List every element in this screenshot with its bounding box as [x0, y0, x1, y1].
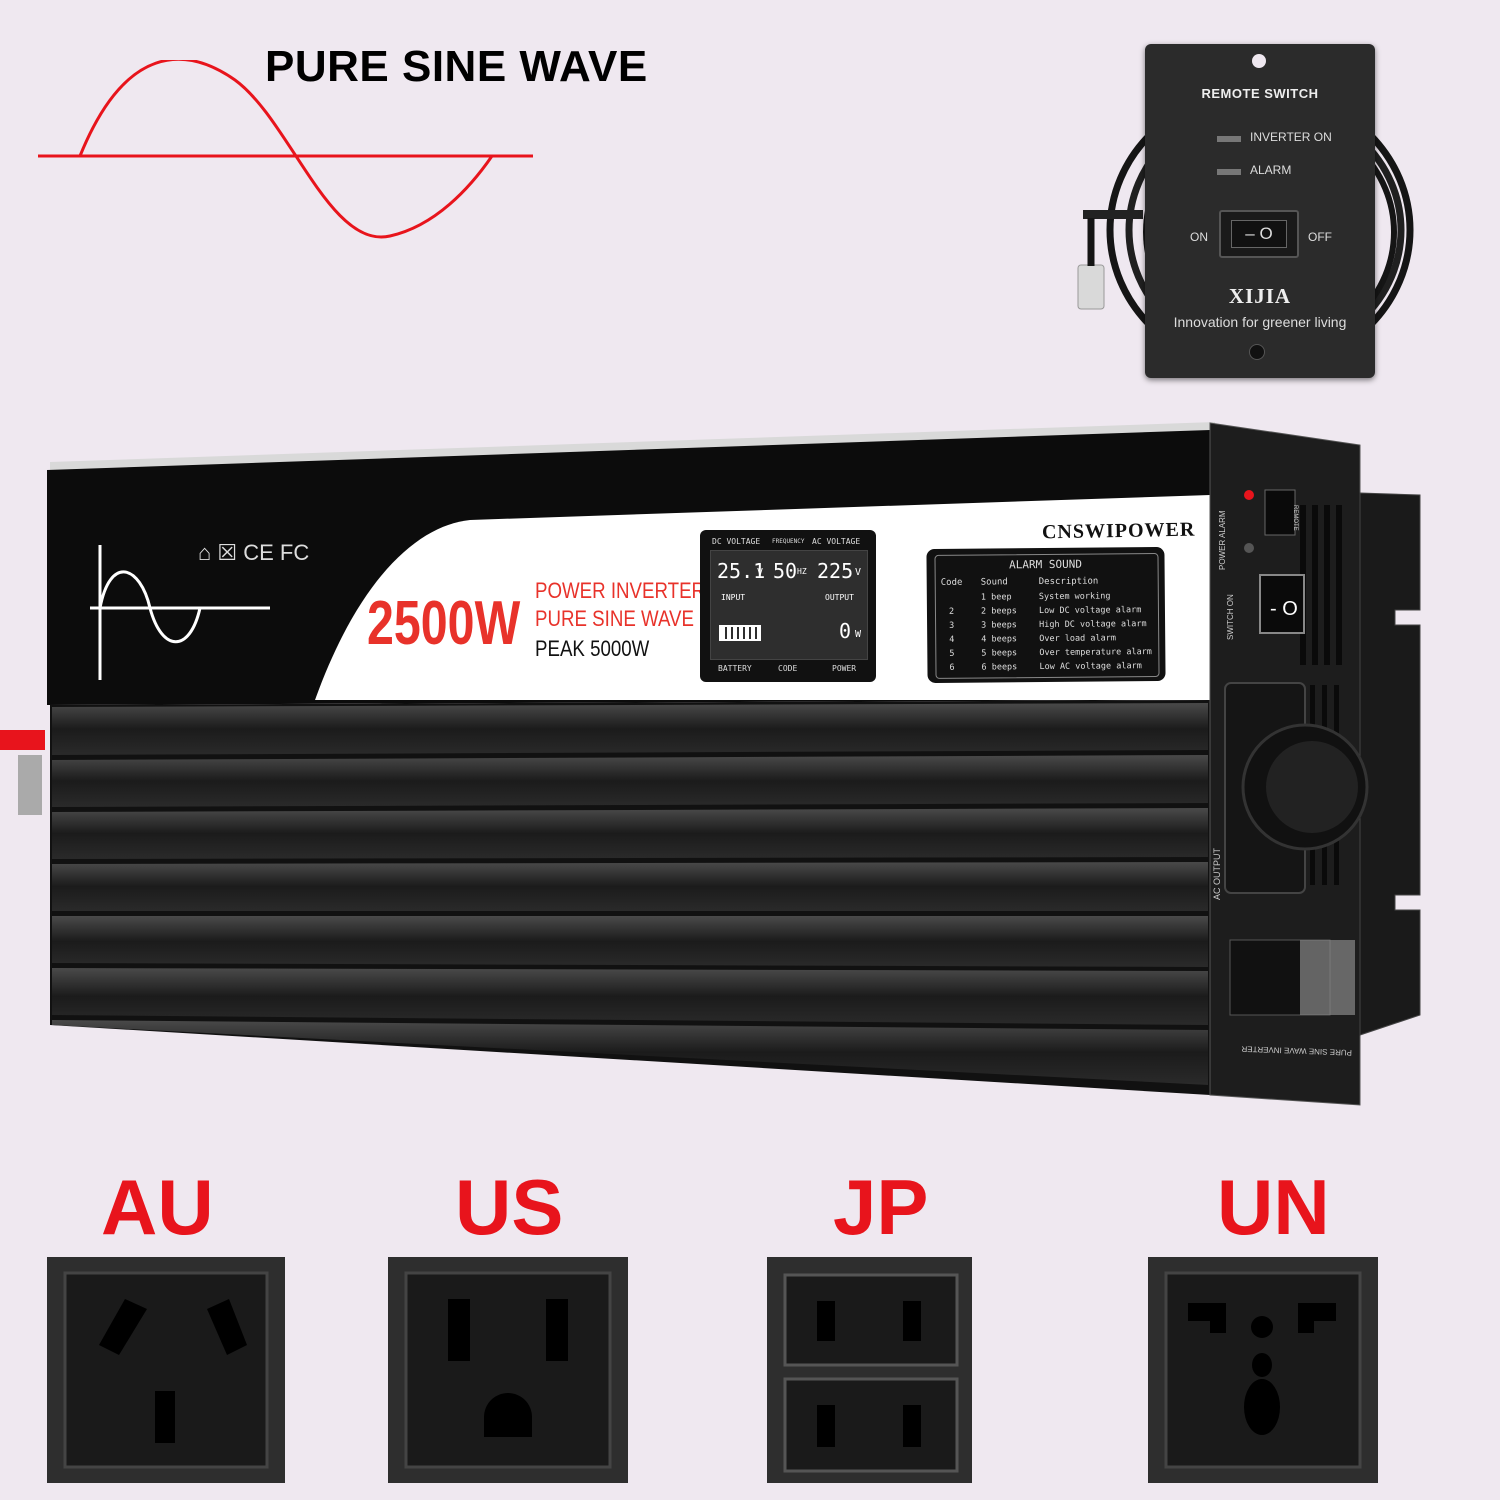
- alarm-label: ALARM: [1250, 163, 1292, 177]
- lcd-input-label: INPUT: [721, 593, 746, 602]
- alarm-description-cell: Low DC voltage alarm: [1038, 605, 1142, 617]
- us-socket-icon: [388, 1257, 628, 1483]
- heatsink-fins: [52, 703, 1208, 1085]
- lcd-freq-value: 50: [773, 559, 798, 583]
- lcd-ac-label: AC VOLTAGE: [812, 537, 861, 546]
- alarm-description-cell: System working: [1038, 591, 1111, 603]
- alarm-sound-cell: 4 beeps: [981, 634, 1018, 645]
- alarm-sound-cell: 2 beeps: [980, 606, 1017, 617]
- switch-symbol: - O: [1270, 598, 1298, 620]
- socket-label-jp: JP: [833, 1163, 929, 1251]
- lcd-input-unit: V: [757, 567, 764, 578]
- au-socket-icon: [47, 1257, 285, 1483]
- alarm-description-cell: High DC voltage alarm: [1039, 619, 1147, 631]
- sine-wave-graphic: [38, 60, 533, 239]
- lcd-power-unit: W: [855, 629, 862, 640]
- alarm-header-code: Code: [940, 577, 963, 588]
- socket-label-au: AU: [101, 1163, 214, 1251]
- mount-hole: [1252, 54, 1266, 68]
- alarm-code-cell: 3: [949, 620, 955, 631]
- off-label: OFF: [1308, 230, 1332, 244]
- side-remote: REMOTE: [1292, 505, 1298, 531]
- inverter-on-label: INVERTER ON: [1250, 130, 1332, 144]
- label-line-1: POWER INVERTER: [535, 578, 706, 603]
- lcd-screen: 25.1 V 50 HZ 225 V INPUT OUTPUT 0 W: [710, 550, 868, 660]
- screw-icon: [1249, 344, 1265, 360]
- alarm-description-cell: Low AC voltage alarm: [1039, 661, 1142, 673]
- lcd-battery-label: BATTERY: [718, 664, 752, 673]
- power-rating: 2500W: [367, 589, 521, 658]
- lcd-power-label: POWER: [832, 664, 857, 673]
- remote-brand: XIJIA: [1228, 284, 1292, 308]
- side-ac-output: AC OUTPUT: [1212, 847, 1222, 900]
- cert-icons: ⌂ ☒ CE FC: [198, 540, 310, 565]
- headline-text: PURE SINE WAVE: [265, 42, 648, 91]
- peak-rating: PEAK 5000W: [535, 636, 650, 661]
- lcd-freq-unit: HZ: [797, 567, 807, 576]
- alarm-description-cell: Over temperature alarm: [1039, 647, 1152, 659]
- inverter-brand: CNSWIPOWER: [1041, 518, 1196, 544]
- alarm-title: ALARM SOUND: [1009, 557, 1083, 572]
- remote-tagline: Innovation for greener living: [1173, 314, 1347, 330]
- lcd-input-value: 25.1: [717, 559, 766, 583]
- label-line-2: PURE SINE WAVE: [535, 606, 694, 631]
- remote-switch-panel: REMOTE SWITCH INVERTER ON ALARM ON – O O…: [1145, 44, 1375, 378]
- un-socket-icon: [1148, 1257, 1378, 1483]
- lcd-display: DC VOLTAGE FREQUENCY AC VOLTAGE 25.1 V 5…: [700, 530, 876, 682]
- battery-icon: [719, 625, 761, 641]
- remote-title: REMOTE SWITCH: [1201, 86, 1319, 101]
- alarm-sound-cell: 6 beeps: [981, 662, 1018, 673]
- alarm-code-cell: 2: [948, 606, 955, 617]
- jp-socket-icon: [767, 1257, 972, 1483]
- alarm-sound-cell: 3 beeps: [981, 620, 1017, 631]
- inverter-body: - O: [0, 422, 1421, 1106]
- on-label: ON: [1190, 230, 1208, 244]
- alarm-sound-table: ALARM SOUND Code Sound Description 1 bee…: [926, 546, 1166, 684]
- socket-label-us: US: [455, 1163, 564, 1251]
- alarm-sound-cell: 5 beeps: [981, 648, 1018, 659]
- lcd-freq-label: FREQUENCY: [772, 538, 805, 545]
- alarm-description-cell: Over load alarm: [1039, 633, 1117, 645]
- alarm-header-description: Description: [1038, 576, 1099, 588]
- lcd-output-label: OUTPUT: [825, 593, 854, 602]
- lcd-output-value: 225: [817, 559, 854, 583]
- alarm-led: [1217, 169, 1241, 175]
- lcd-code-label: CODE: [778, 664, 798, 673]
- lcd-output-unit: V: [855, 567, 862, 578]
- alarm-header-sound: Sound: [980, 577, 1008, 588]
- inverter-on-led: [1217, 136, 1241, 142]
- alarm-sound-cell: 1 beep: [980, 592, 1012, 603]
- alarm-code-cell: 6: [949, 662, 955, 673]
- rocker-switch[interactable]: – O: [1219, 210, 1299, 258]
- side-power-alarm: POWER ALARM: [1218, 510, 1227, 570]
- lcd-power-value: 0: [839, 619, 852, 643]
- lcd-dc-label: DC VOLTAGE: [712, 537, 761, 546]
- alarm-code-cell: 4: [949, 634, 955, 645]
- alarm-code-cell: 5: [949, 648, 955, 659]
- socket-label-un: UN: [1217, 1163, 1330, 1251]
- sine-curve: [78, 60, 494, 239]
- rocker-symbol: – O: [1231, 220, 1287, 248]
- side-switch-on: SWITCH ON: [1226, 594, 1235, 640]
